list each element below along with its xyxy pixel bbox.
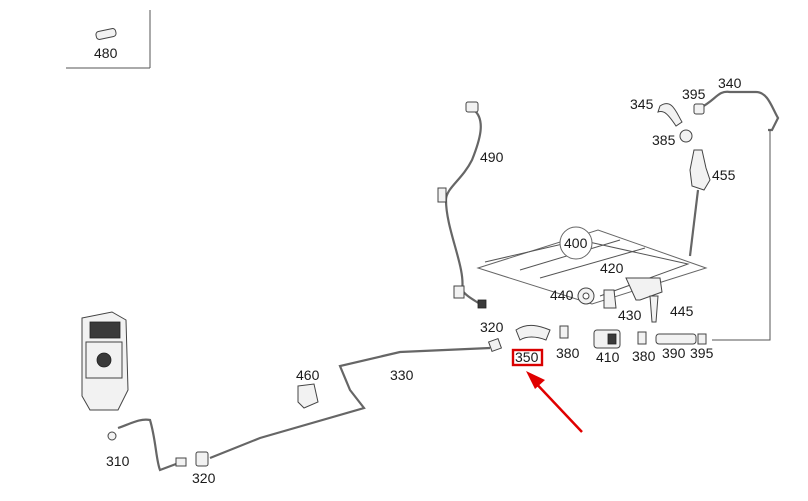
label-440: 440: [550, 287, 574, 303]
label-480: 480: [94, 45, 118, 61]
pipe-330: 330: [209, 346, 491, 460]
label-320b: 320: [192, 470, 216, 486]
label-445: 445: [670, 303, 694, 319]
label-345: 345: [630, 96, 654, 112]
label-385: 385: [652, 132, 676, 148]
label-330: 330: [390, 367, 414, 383]
highlight-350[interactable]: 350: [511, 348, 583, 433]
mounting-plate-400: 400: [476, 226, 708, 305]
label-380b: 380: [632, 348, 656, 364]
label-350: 350: [515, 349, 539, 365]
label-310: 310: [106, 453, 130, 469]
label-430: 430: [618, 307, 642, 323]
label-455: 455: [712, 167, 736, 183]
part-460: 460: [296, 367, 320, 409]
inset-480: 480: [66, 10, 151, 69]
line-340: 340: [699, 75, 780, 341]
label-395b: 395: [690, 345, 714, 361]
label-395a: 395: [682, 86, 706, 102]
label-390: 390: [662, 345, 686, 361]
label-410: 410: [596, 349, 620, 365]
label-490: 490: [480, 149, 504, 165]
group-420-445: 420 440 430 445: [550, 260, 694, 323]
pump-assembly-310: 310 320: [81, 311, 216, 486]
label-380a: 380: [556, 345, 580, 361]
sensor-cable-490: 490: [437, 101, 504, 309]
label-340: 340: [718, 75, 742, 91]
label-400: 400: [564, 235, 588, 251]
group-345-455: 345 395 385 455: [630, 86, 736, 257]
label-460: 460: [296, 367, 320, 383]
inline-components: 320 380 410 380 390 395: [480, 319, 714, 365]
label-320a: 320: [480, 319, 504, 335]
label-420: 420: [600, 260, 624, 276]
